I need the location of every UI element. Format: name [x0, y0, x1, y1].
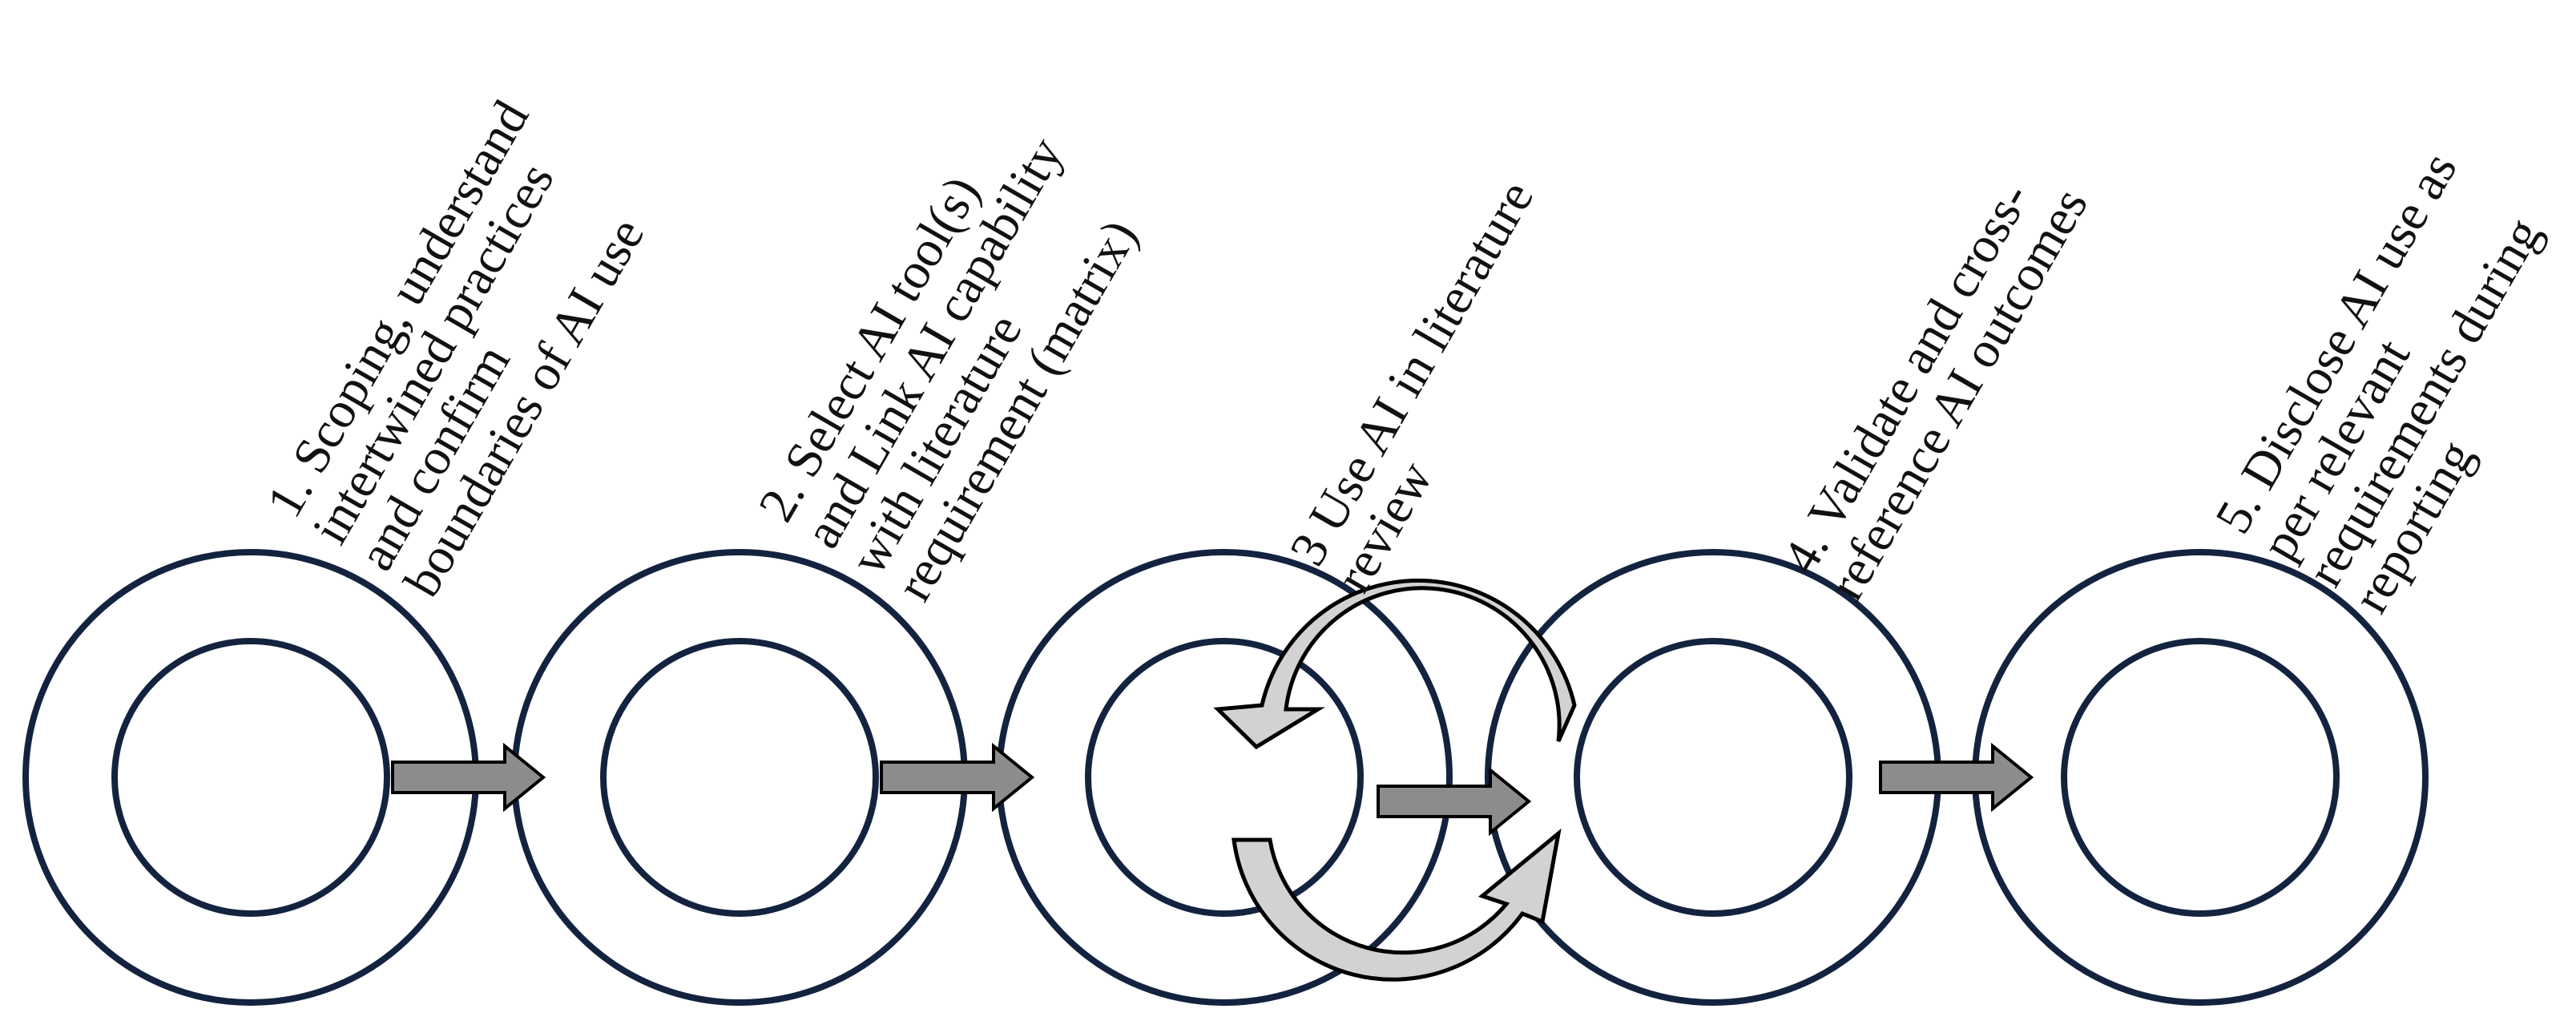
step-ring-5	[1972, 549, 2429, 1006]
cycle-arrow-top	[1213, 578, 1577, 750]
step-5-label: 5. Disclose AI use as per relevant requi…	[2204, 131, 2576, 622]
step-2-label: 2. Select AI tool(s) and Link AI capabil…	[748, 90, 1172, 610]
step-ring-4	[1485, 549, 1941, 1006]
iteration-cycle	[1213, 578, 1577, 982]
flow-arrow-3-to-4	[1377, 766, 1532, 837]
cycle-arrow-bottom	[1232, 828, 1562, 982]
step-1-label: 1. Scoping, understand intertwined pract…	[256, 80, 683, 606]
step-ring-3	[996, 549, 1453, 1006]
step-4-label: 4. Validate and cross- reference AI outc…	[1772, 152, 2098, 609]
flow-arrow-1-to-2	[391, 742, 546, 813]
flow-arrow-2-to-3	[880, 742, 1035, 813]
flow-arrow-4-to-5	[1879, 742, 2034, 813]
step-3-label: 3 Use AI in literature review	[1279, 160, 1597, 601]
